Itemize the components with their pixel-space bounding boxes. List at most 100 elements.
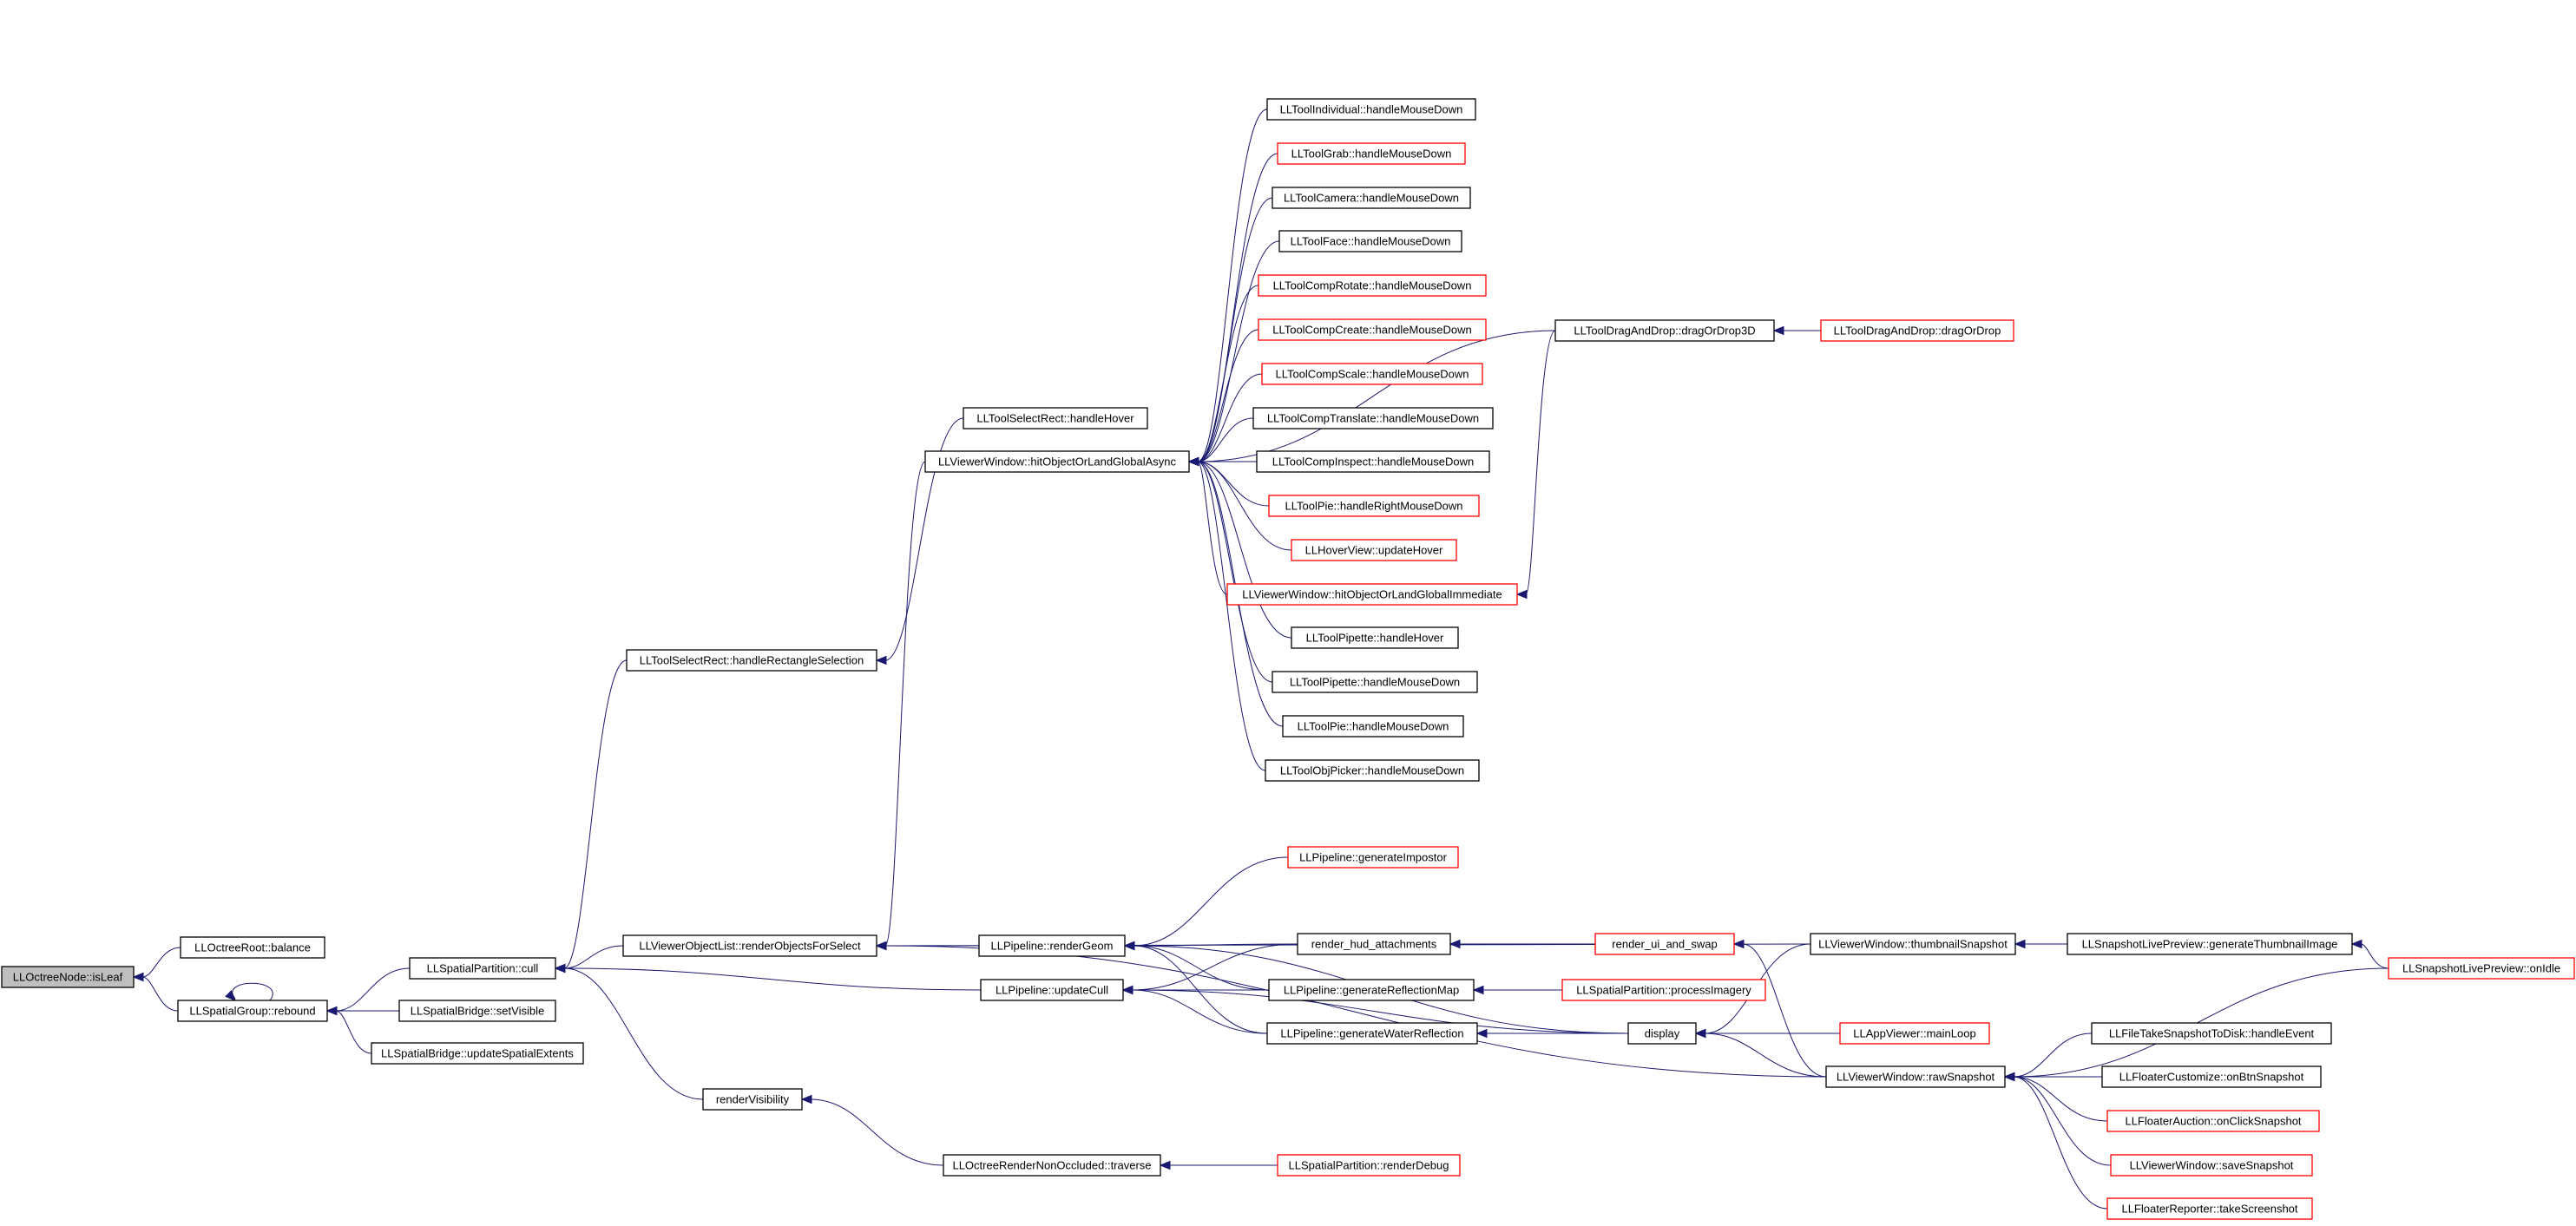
call-edge bbox=[554, 659, 628, 974]
function-label: render_hud_attachments bbox=[1311, 938, 1437, 951]
function-label: renderVisibility bbox=[716, 1093, 790, 1106]
function-node-mainloop[interactable]: LLAppViewer::mainLoop bbox=[1839, 1022, 1990, 1045]
function-label: LLPipeline::renderGeom bbox=[991, 940, 1114, 953]
function-label: LLViewerWindow::rawSnapshot bbox=[1837, 1071, 1995, 1084]
function-node-genimpostor[interactable]: LLPipeline::generateImpostor bbox=[1287, 846, 1459, 869]
function-node-fauct[interactable]: LLFloaterAuction::onClickSnapshot bbox=[2106, 1110, 2320, 1132]
call-edge bbox=[325, 1006, 372, 1054]
function-node-genthumb[interactable]: LLSnapshotLivePreview::generateThumbnail… bbox=[2067, 933, 2353, 955]
function-label: LLSpatialPartition::processImagery bbox=[1576, 984, 1751, 997]
function-label: LLOctreeNode::isLeaf bbox=[13, 971, 123, 984]
function-label: LLToolCompTranslate::handleMouseDown bbox=[1267, 412, 1479, 425]
function-node-uiswap[interactable]: render_ui_and_swap bbox=[1594, 933, 1735, 955]
function-label: LLSpatialBridge::updateSpatialExtents bbox=[381, 1047, 574, 1060]
call-edge bbox=[1159, 1160, 1278, 1170]
function-node-onidle[interactable]: LLSnapshotLivePreview::onIdle bbox=[2388, 957, 2575, 980]
function-node-upext[interactable]: LLSpatialBridge::updateSpatialExtents bbox=[371, 1042, 584, 1065]
call-edge bbox=[2003, 1072, 2108, 1122]
function-label: LLAppViewer::mainLoop bbox=[1853, 1027, 1975, 1040]
function-node-hitasync[interactable]: LLViewerWindow::hitObjectOrLandGlobalAsy… bbox=[924, 450, 1190, 473]
function-node-tobj[interactable]: LLToolObjPicker::handleMouseDown bbox=[1265, 759, 1480, 782]
function-node-traverse[interactable]: LLOctreeRenderNonOccluded::traverse bbox=[943, 1154, 1161, 1177]
call-edge bbox=[1449, 939, 1595, 949]
call-edge bbox=[1187, 456, 1228, 595]
function-node-dd3d[interactable]: LLToolDragAndDrop::dragOrDrop3D bbox=[1554, 319, 1775, 342]
call-edge bbox=[325, 1006, 399, 1016]
function-label: LLViewerWindow::thumbnailSnapshot bbox=[1818, 938, 2008, 951]
call-edge bbox=[554, 963, 704, 1100]
function-node-renderdebug[interactable]: LLSpatialPartition::renderDebug bbox=[1277, 1154, 1461, 1177]
function-label: LLPipeline::generateWaterReflection bbox=[1280, 1027, 1463, 1040]
call-edge bbox=[325, 967, 411, 1016]
call-edge bbox=[1772, 325, 1821, 336]
function-label: display bbox=[1645, 1027, 1680, 1040]
function-label: LLHoverView::updateHover bbox=[1305, 544, 1443, 557]
function-node-rendervis[interactable]: renderVisibility bbox=[702, 1088, 803, 1111]
function-label: LLOctreeRenderNonOccluded::traverse bbox=[952, 1159, 1151, 1172]
function-label: LLToolCompInspect::handleMouseDown bbox=[1272, 456, 1474, 469]
function-node-fcust[interactable]: LLFloaterCustomize::onBtnSnapshot bbox=[2101, 1065, 2322, 1088]
call-edge bbox=[1187, 329, 1259, 467]
call-edge bbox=[1121, 985, 1268, 1034]
call-edge bbox=[1472, 985, 1563, 995]
function-label: LLToolPipette::handleHover bbox=[1306, 632, 1444, 645]
function-node-rofs[interactable]: LLViewerObjectList::renderObjectsForSele… bbox=[622, 934, 877, 957]
function-node-tctra[interactable]: LLToolCompTranslate::handleMouseDown bbox=[1252, 407, 1494, 429]
call-edge bbox=[2014, 939, 2067, 949]
function-node-tcsca[interactable]: LLToolCompScale::handleMouseDown bbox=[1261, 363, 1483, 385]
function-label: LLViewerWindow::hitObjectOrLandGlobalImm… bbox=[1242, 588, 1502, 601]
function-node-updatecull[interactable]: LLPipeline::updateCull bbox=[980, 979, 1124, 1001]
function-node-setvisible[interactable]: LLSpatialBridge::setVisible bbox=[398, 1000, 556, 1022]
function-node-hitimm[interactable]: LLViewerWindow::hitObjectOrLandGlobalImm… bbox=[1226, 583, 1518, 606]
function-label: LLSpatialBridge::setVisible bbox=[411, 1005, 544, 1018]
function-node-tface[interactable]: LLToolFace::handleMouseDown bbox=[1278, 230, 1462, 252]
function-label: LLToolDragAndDrop::dragOrDrop3D bbox=[1574, 325, 1755, 338]
function-node-vwsave[interactable]: LLViewerWindow::saveSnapshot bbox=[2110, 1154, 2313, 1177]
call-edge bbox=[2003, 1072, 2112, 1166]
function-node-rawsnap[interactable]: LLViewerWindow::rawSnapshot bbox=[1825, 1065, 2006, 1088]
function-node-cull[interactable]: LLSpatialPartition::cull bbox=[409, 957, 556, 980]
call-edge bbox=[1732, 939, 1827, 1078]
function-node-tpiem[interactable]: LLToolPie::handleMouseDown bbox=[1282, 715, 1464, 738]
function-node-hrs[interactable]: LLToolSelectRect::handleRectangleSelecti… bbox=[626, 649, 877, 672]
call-edge bbox=[132, 972, 179, 1012]
function-node-balance[interactable]: LLOctreeRoot::balance bbox=[180, 936, 325, 959]
function-node-ftsd[interactable]: LLFileTakeSnapshotToDisk::handleEvent bbox=[2091, 1022, 2332, 1045]
call-edge bbox=[1123, 856, 1289, 951]
function-node-tpipm[interactable]: LLToolPipette::handleMouseDown bbox=[1272, 671, 1478, 693]
function-node-tpier[interactable]: LLToolPie::handleRightMouseDown bbox=[1268, 495, 1480, 517]
function-node-tind[interactable]: LLToolIndividual::handleMouseDown bbox=[1266, 98, 1476, 121]
function-label: LLFileTakeSnapshotToDisk::handleEvent bbox=[2109, 1027, 2315, 1040]
function-label: LLSnapshotLivePreview::onIdle bbox=[2402, 962, 2560, 975]
function-label: LLToolObjPicker::handleMouseDown bbox=[1280, 764, 1464, 777]
function-label: LLFloaterCustomize::onBtnSnapshot bbox=[2119, 1071, 2304, 1084]
function-node-display[interactable]: display bbox=[1627, 1022, 1697, 1045]
function-label: LLViewerWindow::hitObjectOrLandGlobalAsy… bbox=[938, 456, 1177, 469]
function-node-rebound[interactable]: LLSpatialGroup::rebound bbox=[177, 1000, 328, 1022]
call-edge bbox=[875, 941, 1827, 1078]
function-label: LLViewerObjectList::renderObjectsForSele… bbox=[639, 940, 861, 953]
function-node-hover[interactable]: LLHoverView::updateHover bbox=[1291, 539, 1457, 561]
function-label: LLToolCompCreate::handleMouseDown bbox=[1272, 324, 1472, 337]
function-node-frep[interactable]: LLFloaterReporter::takeScreenshot bbox=[2106, 1197, 2313, 1220]
function-node-dd[interactable]: LLToolDragAndDrop::dragOrDrop bbox=[1820, 319, 2014, 342]
call-edge bbox=[800, 1094, 944, 1166]
function-node-procimg[interactable]: LLSpatialPartition::processImagery bbox=[1561, 979, 1766, 1001]
function-node-tgrab[interactable]: LLToolGrab::handleMouseDown bbox=[1277, 142, 1466, 165]
function-node-rendergeom[interactable]: LLPipeline::renderGeom bbox=[978, 934, 1126, 957]
function-node-tpiph[interactable]: LLToolPipette::handleHover bbox=[1291, 626, 1459, 649]
function-node-tcrot[interactable]: LLToolCompRotate::handleMouseDown bbox=[1258, 274, 1487, 297]
function-node-tcam[interactable]: LLToolCamera::handleMouseDown bbox=[1272, 187, 1471, 209]
function-label: LLToolPie::handleRightMouseDown bbox=[1285, 500, 1463, 513]
function-node-hudatt[interactable]: render_hud_attachments bbox=[1297, 933, 1451, 955]
function-node-tsrhover[interactable]: LLToolSelectRect::handleHover bbox=[963, 407, 1148, 429]
function-node-tcins[interactable]: LLToolCompInspect::handleMouseDown bbox=[1256, 450, 1490, 473]
function-node-thumb[interactable]: LLViewerWindow::thumbnailSnapshot bbox=[1810, 933, 2016, 955]
call-edge bbox=[875, 461, 926, 951]
function-node-tccre[interactable]: LLToolCompCreate::handleMouseDown bbox=[1258, 318, 1487, 341]
call-edge bbox=[1694, 1028, 1827, 1078]
function-label: LLViewerWindow::saveSnapshot bbox=[2130, 1159, 2294, 1172]
call-edge bbox=[1187, 373, 1263, 467]
function-node-genrefl[interactable]: LLPipeline::generateReflectionMap bbox=[1268, 979, 1475, 1001]
function-node-genwater[interactable]: LLPipeline::generateWaterReflection bbox=[1266, 1022, 1478, 1045]
